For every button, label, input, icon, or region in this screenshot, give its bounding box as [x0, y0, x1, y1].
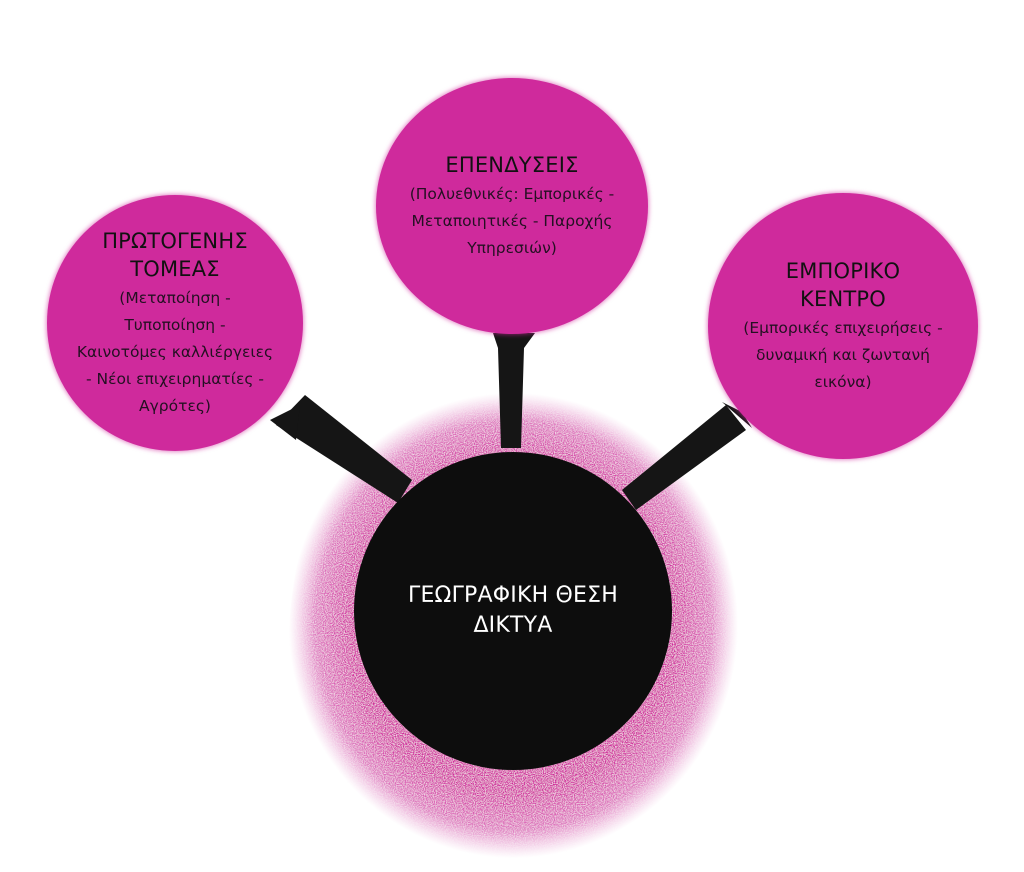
connector-left [276, 395, 412, 503]
node-commercial-center: ΕΜΠΟΡΙΚΟ ΚΕΝΤΡΟ (Εμπορικές επιχειρήσεις … [708, 193, 978, 459]
desc-line: Τυποποίηση - [124, 315, 226, 334]
desc-line: δυναμική και ζωντανή [756, 345, 930, 364]
node-investments: ΕΠΕΝΔΥΣΕΙΣ (Πολυεθνικές: Εμπορικές - Μετ… [376, 78, 648, 334]
title-line: ΚΕΝΤΡΟ [800, 286, 886, 311]
desc-line: (Μεταποίηση - [119, 288, 231, 307]
node-commercial-center-desc: (Εμπορικές επιχειρήσεις - δυναμική και ζ… [743, 315, 942, 396]
title-line: ΔΙΚΤΥΑ [473, 613, 553, 638]
node-geographic-position-title: ΓΕΩΓΡΑΦΙΚΗ ΘΕΣΗ ΔΙΚΤΥΑ [408, 581, 618, 641]
node-primary-sector-title: ΠΡΩΤΟΓΕΝΗΣ ΤΟΜΕΑΣ [102, 227, 248, 283]
title-line: ΕΜΠΟΡΙΚΟ [785, 258, 901, 283]
desc-line: εικόνα) [814, 372, 872, 391]
title-line: ΠΡΩΤΟΓΕΝΗΣ [102, 228, 248, 253]
node-primary-sector-desc: (Μεταποίηση - Τυποποίηση - Καινοτόμες κα… [77, 285, 273, 420]
node-geographic-position: ΓΕΩΓΡΑΦΙΚΗ ΘΕΣΗ ΔΙΚΤΥΑ [354, 452, 672, 770]
desc-line: (Πολυεθνικές: Εμπορικές - [409, 184, 615, 203]
connector-left-notch [270, 405, 300, 440]
desc-line: Υπηρεσιών) [467, 238, 557, 257]
desc-line: Καινοτόμες καλλιέργειες [76, 342, 274, 361]
node-investments-title: ΕΠΕΝΔΥΣΕΙΣ [445, 151, 578, 179]
connector-top [493, 333, 535, 448]
desc-line: (Εμπορικές επιχειρήσεις - [743, 318, 943, 337]
title-line: ΤΟΜΕΑΣ [130, 256, 220, 281]
title-line: ΓΕΩΓΡΑΦΙΚΗ ΘΕΣΗ [408, 583, 618, 608]
node-primary-sector: ΠΡΩΤΟΓΕΝΗΣ ΤΟΜΕΑΣ (Μεταποίηση - Τυποποίη… [47, 195, 303, 451]
connector-right-notch [722, 402, 752, 428]
node-investments-desc: (Πολυεθνικές: Εμπορικές - Μεταποιητικές … [410, 181, 615, 262]
title-line: ΕΠΕΝΔΥΣΕΙΣ [445, 152, 579, 177]
node-commercial-center-title: ΕΜΠΟΡΙΚΟ ΚΕΝΤΡΟ [786, 257, 900, 313]
desc-line: Μεταποιητικές - Παροχής [411, 211, 613, 230]
connector-right [622, 405, 746, 510]
desc-line: - Νέοι επιχειρηματίες - [86, 369, 264, 388]
desc-line: Αγρότες) [139, 396, 211, 415]
